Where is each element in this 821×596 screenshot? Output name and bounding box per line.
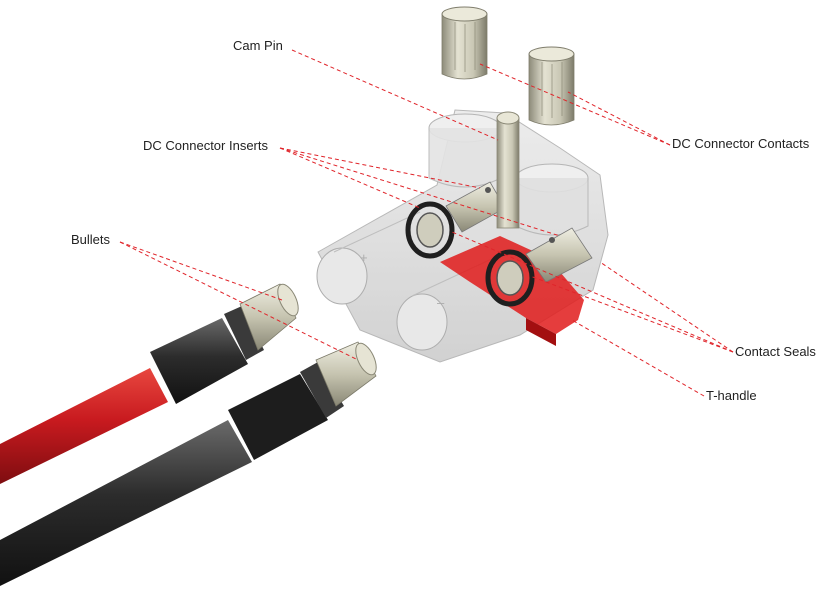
contact-seal-lower bbox=[485, 227, 593, 307]
svg-text:–: – bbox=[437, 295, 445, 310]
svg-text:+: + bbox=[360, 250, 368, 265]
leader-contacts-2 bbox=[567, 91, 671, 146]
label-cam-pin: Cam Pin bbox=[233, 38, 283, 53]
leader-t-handle bbox=[571, 319, 705, 397]
label-bullets: Bullets bbox=[71, 232, 111, 247]
label-dc-connector-contacts: DC Connector Contacts bbox=[672, 136, 810, 151]
cam-pin bbox=[496, 111, 520, 229]
leader-bullets-2 bbox=[119, 241, 359, 361]
red-cable-with-bullet bbox=[0, 283, 299, 484]
label-contact-seals: Contact Seals bbox=[735, 344, 816, 359]
label-dc-connector-inserts: DC Connector Inserts bbox=[143, 138, 268, 153]
dc-connector-contact-right bbox=[528, 46, 575, 126]
leader-inserts-1 bbox=[279, 147, 481, 189]
leader-cam-pin bbox=[291, 49, 499, 141]
dc-connector-contact-left bbox=[441, 6, 488, 80]
leader-seals-3 bbox=[599, 261, 734, 353]
black-cable-with-bullet bbox=[0, 341, 377, 586]
leader-seals-1 bbox=[451, 231, 734, 353]
leader-lines bbox=[119, 49, 734, 397]
leader-inserts-2 bbox=[279, 147, 421, 209]
leader-seals-2 bbox=[529, 275, 734, 353]
leader-bullets-1 bbox=[119, 241, 283, 301]
label-t-handle: T-handle bbox=[706, 388, 757, 403]
